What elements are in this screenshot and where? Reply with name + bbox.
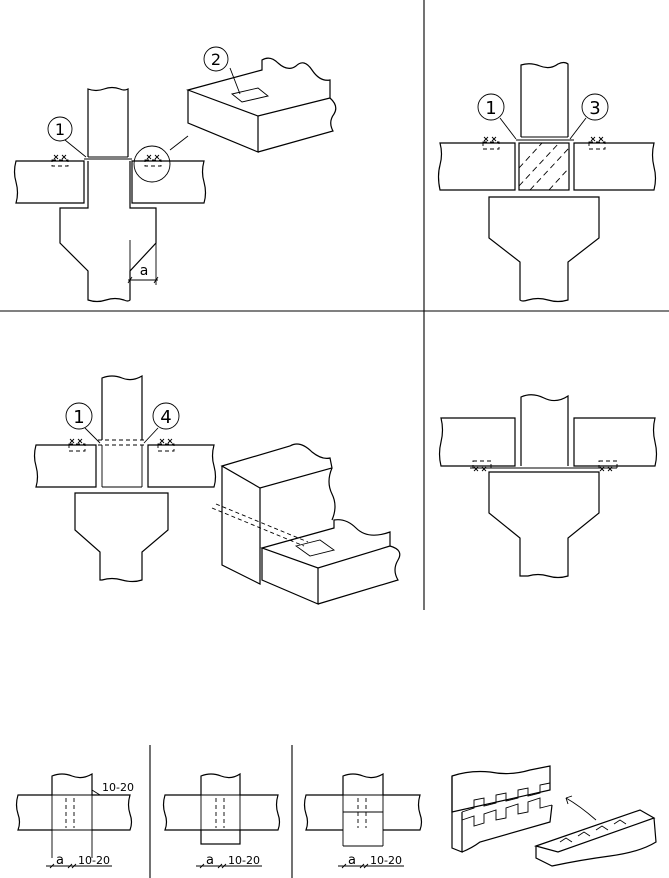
upper-column — [520, 61, 569, 137]
weld-marks-left — [483, 136, 497, 142]
callout-1-circle — [47, 116, 73, 142]
left-beam — [438, 417, 516, 467]
embedded-plate-right — [144, 159, 162, 167]
dim-a-label: a — [140, 263, 149, 279]
panel-bottom-2: a 10-20 — [162, 772, 281, 869]
weld-marks-right — [590, 136, 604, 142]
panel-bottom-1: 10-20 a 10-20 — [15, 772, 134, 869]
grout-infill — [518, 142, 570, 191]
embedded-plate-left — [472, 460, 492, 469]
callout-1-label: 1 — [485, 98, 496, 119]
panel-bottom-3: a 10-20 — [303, 772, 423, 869]
panel-top-right: 1 3 — [437, 61, 657, 303]
lower-column-corbel — [488, 196, 600, 303]
callout-4-circle — [152, 402, 180, 430]
panel-middle-left: 1 4 — [33, 374, 401, 605]
weld-marks-right — [146, 154, 160, 160]
dim-gap-label-top: 10-20 — [102, 781, 134, 794]
left-beam — [13, 160, 85, 204]
dim-a-label: a — [56, 853, 64, 868]
embedded-plate-left — [51, 159, 69, 167]
panel-middle-right — [438, 394, 658, 579]
callout-2-circle — [203, 46, 229, 72]
left-beam — [437, 142, 516, 191]
dim-gap-label: 10-20 — [370, 854, 402, 867]
embedded-plate-right — [157, 443, 175, 452]
lower-column-corbel — [74, 492, 169, 583]
right-beam — [573, 142, 657, 191]
upper-column — [101, 374, 143, 440]
detail-circle — [133, 145, 171, 183]
callout-1-label: 1 — [55, 120, 65, 139]
panel-top-left: 1 a 2 — [13, 46, 337, 303]
right-beam — [573, 417, 658, 467]
left-beam — [33, 444, 97, 488]
callout-2-label: 2 — [211, 50, 221, 69]
embedded-plate-left — [68, 443, 86, 452]
upper-column — [87, 86, 129, 157]
lower-column-corbel — [488, 471, 600, 579]
iso-block-detail: 2 — [186, 46, 337, 153]
callout-3-circle — [581, 93, 609, 121]
callout-4-label: 4 — [160, 407, 171, 428]
embedded-plate-right — [598, 460, 618, 469]
weld-marks-right — [599, 466, 613, 472]
weld-marks-left — [69, 438, 83, 444]
callout-1-circle — [65, 402, 93, 430]
right-beam — [147, 444, 217, 488]
right-beam — [131, 160, 207, 204]
embedded-plate-right — [588, 141, 606, 150]
embedded-plate-left — [482, 141, 500, 150]
dim-gap-label: 10-20 — [78, 854, 110, 867]
callout-1-label: 1 — [73, 407, 84, 428]
iso-column-detail — [211, 443, 401, 605]
weld-marks-left — [53, 154, 67, 160]
dim-gap-label: 10-20 — [228, 854, 260, 867]
callout-3-label: 3 — [589, 98, 600, 119]
weld-marks-left — [473, 466, 487, 472]
dim-a-label: a — [206, 853, 214, 868]
panel-bottom-4-shear-keys — [451, 765, 657, 867]
weld-marks-right — [159, 438, 173, 444]
grout-hatch — [518, 142, 570, 191]
upper-column — [520, 394, 569, 466]
callout-1-circle — [477, 93, 505, 121]
lower-column-corbel — [59, 161, 157, 303]
dim-a-label: a — [348, 853, 356, 868]
